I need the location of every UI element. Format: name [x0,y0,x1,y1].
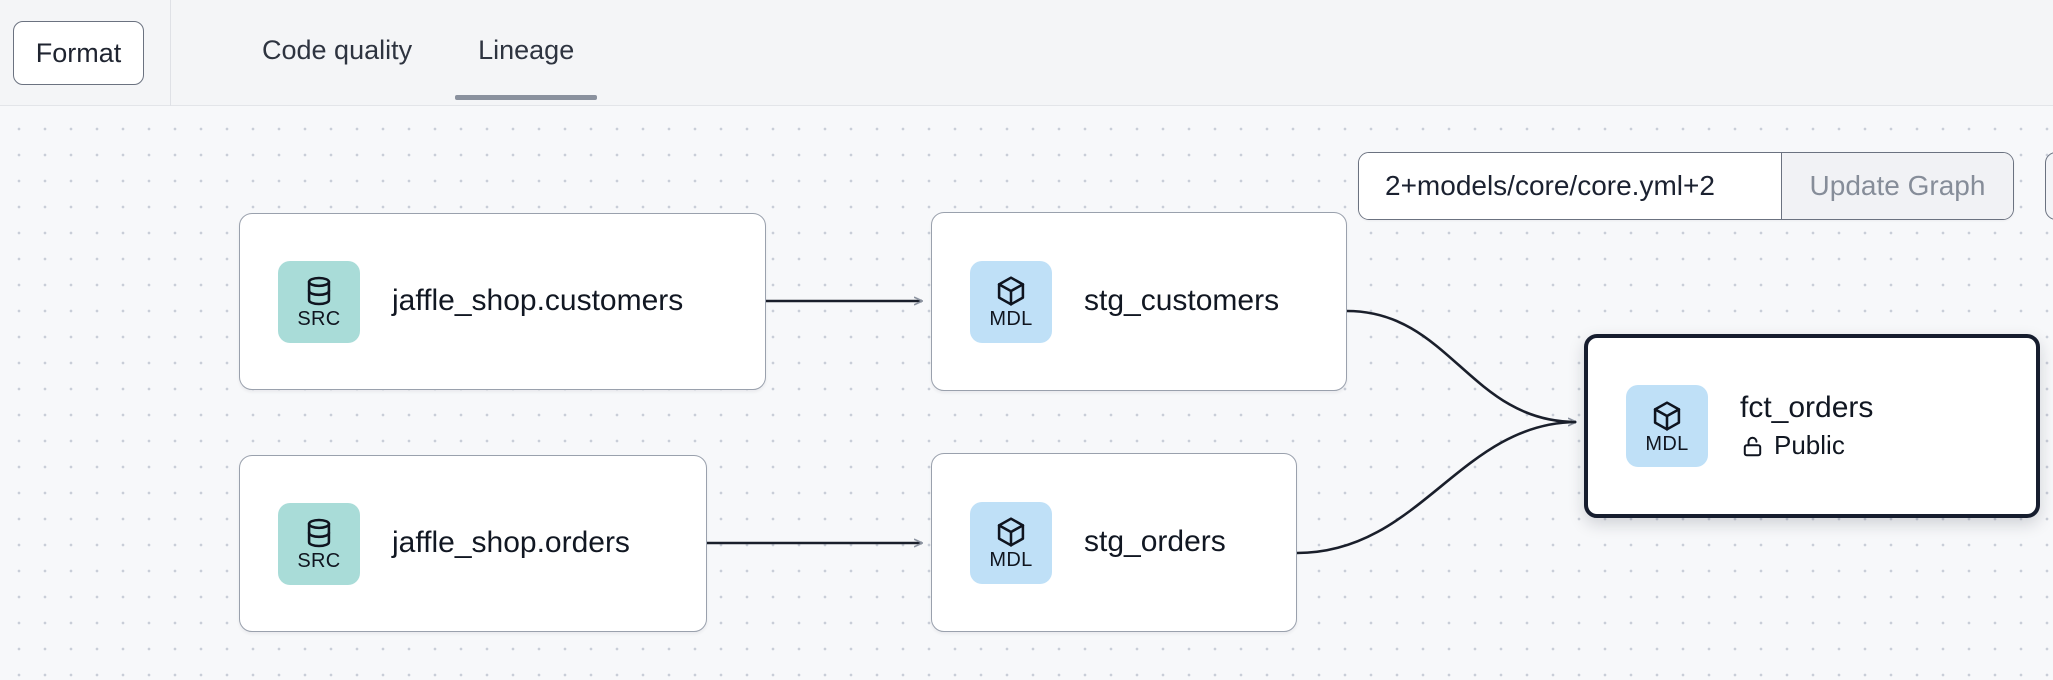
edge-stg-orders-to-fct-orders [1296,420,1577,555]
badge-src: SRC [278,260,360,343]
node-body: jaffle_shop.customers [392,284,683,319]
node-body: stg_orders [1084,525,1226,560]
node-body: fct_orders Public [1740,391,1873,461]
cube-icon [1653,400,1681,431]
graph-selector-input[interactable] [1359,153,1781,219]
badge-mdl-label: MDL [1645,432,1689,455]
badge-mdl: MDL [970,501,1052,584]
cube-icon [997,276,1025,306]
tab-active-underline [455,95,598,100]
badge-mdl-label: MDL [989,308,1033,330]
badge-src-label: SRC [297,550,341,572]
tab-lineage[interactable]: Lineage [445,0,607,100]
badge-mdl: MDL [970,260,1052,343]
tab-code-quality-label: Code quality [262,34,413,65]
tab-code-quality[interactable]: Code quality [229,0,445,100]
unlock-icon [1743,436,1762,456]
node-access-label: Public [1774,430,1845,461]
tab-bar: Code quality Lineage [171,0,607,106]
node-title: stg_customers [1084,284,1280,318]
edge-stg-customers-to-fct-orders [1346,309,1576,422]
node-title: jaffle_shop.orders [392,526,630,560]
database-icon [307,518,331,548]
node-title: stg_orders [1084,525,1226,559]
lineage-node-stg-orders[interactable]: MDL stg_orders [931,453,1297,632]
editor-toolbar: Format Code quality Lineage [0,0,2053,106]
database-icon [307,276,331,306]
node-access-meta: Public [1740,430,1873,461]
badge-src: SRC [278,502,360,585]
node-body: jaffle_shop.orders [392,526,630,561]
node-body: stg_customers [1084,284,1279,319]
lineage-node-fct-orders[interactable]: MDL fct_orders Public [1584,334,2040,518]
graph-selector-control: Update Graph [1358,152,2014,220]
node-title: fct_orders [1740,390,1874,424]
lineage-node-src-customers[interactable]: SRC jaffle_shop.customers [239,213,766,390]
overflow-control-partial[interactable] [2045,152,2053,220]
lineage-node-src-orders[interactable]: SRC jaffle_shop.orders [239,455,707,632]
lineage-node-stg-customers[interactable]: MDL stg_customers [931,212,1347,391]
lineage-canvas[interactable]: SRC jaffle_shop.customers MDL stg_custom… [0,106,2053,680]
badge-src-label: SRC [297,308,341,330]
cube-icon [997,517,1025,547]
update-graph-button[interactable]: Update Graph [1781,153,2013,219]
badge-mdl: MDL [1626,385,1708,467]
format-zone: Format [0,0,171,106]
badge-mdl-label: MDL [989,549,1033,571]
node-title: jaffle_shop.customers [392,284,684,318]
format-button[interactable]: Format [13,21,144,85]
tab-lineage-label: Lineage [478,34,575,65]
